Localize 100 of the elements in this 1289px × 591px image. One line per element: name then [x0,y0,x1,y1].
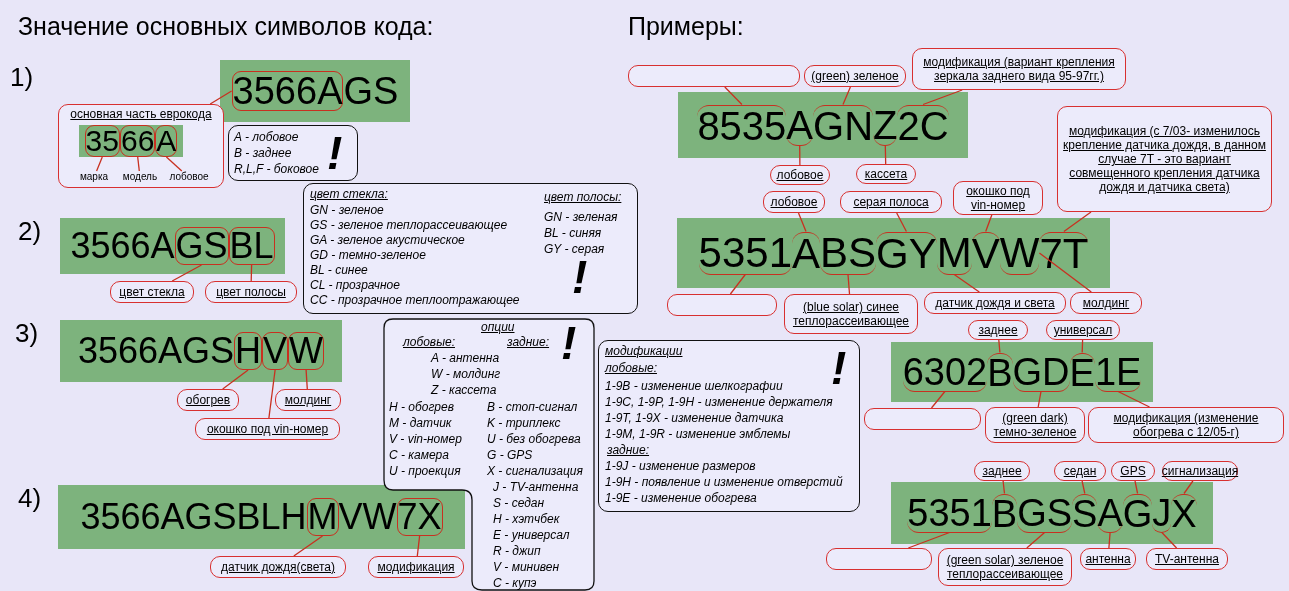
leader-line [1037,390,1042,408]
note-heading: задние: [507,335,550,349]
note-text: R - джип [493,544,541,558]
callout-box: (green solar) зеленое теплорассеивающее [938,548,1072,586]
exclamation-mark: ! [831,345,847,391]
note-text: B - заднее [234,146,292,160]
note-text: GA - зеленое акустическое [310,233,465,247]
leader-line [1081,480,1086,495]
callout-box: модификация [368,556,464,578]
callout-box: антенна [1080,548,1136,570]
callout-box [628,65,800,87]
callout-box [864,408,981,430]
callout-box [58,104,224,188]
callout-box: молдинг [275,389,341,411]
callout-box: заднее [968,320,1028,340]
callout-box: седан [1054,461,1106,481]
callout-box: лобовое [770,165,830,185]
leader-line [95,156,103,172]
note-text: W - молдинг [431,367,501,381]
note-box [598,340,860,512]
code-plate: 3566A [79,125,183,157]
callout-heading: основная часть еврокода [69,107,213,121]
callout-box [667,294,777,316]
leader-line [896,212,908,233]
note-text: S - седан [493,496,545,510]
note-text: C - камера [389,448,449,462]
note-text: J - TV-антенна [493,480,579,494]
note-text: GS - зеленое теплорассеивающее [310,218,508,232]
note-text: 1-9H - появление и изменение отверстий [605,475,843,489]
note-text: GN - зеленая [544,210,618,224]
step-number: 1) [10,62,34,93]
note-box [228,125,358,181]
note-text: M - датчик [389,416,452,430]
leader-line [1183,480,1194,495]
leader-line [293,535,324,557]
note-heading: модификации [605,344,683,358]
part-label: лобовое [165,171,213,184]
leader-line [930,390,946,409]
leader-line [416,535,421,557]
note-text: BL - синяя [544,226,602,240]
code-plate: 3566AGSBL [60,218,285,274]
callout-box: универсал [1046,320,1120,340]
leader-line [1134,480,1139,495]
callout-box: модификация (изменение обогрева с 12/05-г) [1088,407,1284,443]
title: Значение основных символов кода: [18,12,434,41]
note-text: G - GPS [487,448,533,462]
callout-box: цвет стекла [110,281,194,303]
leader-line [847,273,851,295]
callout-box: окошко под vin-номер [953,181,1043,215]
callout-box: сигнализация [1162,461,1238,481]
code-plate: 8535AGNZ2C [678,92,968,158]
leader-line [842,86,852,106]
exclamation-mark: ! [327,130,343,176]
note-text: E - универсал [493,528,570,542]
callout-box: серая полоса [840,191,942,213]
note-heading: лобовые: [605,361,657,375]
note-text: H - обогрев [389,400,454,414]
callout-box: молдинг [1070,292,1142,314]
note-text: 1-9B - изменение шелкографии [605,379,783,393]
note-text: V - vin-номер [389,432,462,446]
leader-line [797,212,807,233]
callout-box: (blue solar) синее теплорассеивающее [784,294,918,334]
note-heading: задние: [607,443,650,457]
note-text: V - минивен [493,560,560,574]
leader-line [724,86,743,106]
note-text: 1-9E - изменение обогрева [605,491,757,505]
callout-box: модификация (вариант крепления зеркала заднего вида 95-97гг.) [912,48,1126,90]
step-number: 3) [15,318,39,349]
leader-line [1117,390,1151,408]
part-label: марка [73,171,115,184]
leader-line [1038,252,1092,293]
callout-box: (green dark) темно-зеленое [985,407,1085,443]
note-text: A - антенна [431,351,500,365]
leader-line [985,214,993,233]
leader-line [209,90,233,105]
note-heading: цвет полосы: [544,190,622,204]
note-text: CL - прозрачное [310,278,400,292]
leader-line [165,156,183,172]
code-plate: 3566AGSBLHMVW7X [58,485,465,549]
exclamation-mark: ! [561,320,577,366]
note-text: R,L,F - боковое [234,162,319,176]
callout-box: модификация (с 7/03- изменилось крепление датчика дождя, в данном случае 7T - это вариант совмещенного крепления датчика дождя и датчика света) [1057,106,1272,212]
section-heading: Примеры: [628,12,744,41]
note-text: 1-9T, 1-9X - изменение датчика [605,411,784,425]
note-text: GN - зеленое [310,203,384,217]
leader-line [171,264,203,282]
leader-line [953,273,980,293]
code-plate: 5351ABSGYMVW7T [677,218,1110,288]
note-text: Z - кассета [431,383,497,397]
note-text: C - купэ [493,576,537,590]
note-heading: цвет стекла: [310,187,388,201]
note-text: K - триплекс [487,416,561,430]
leader-line [1081,339,1084,354]
note-text: 1-9C, 1-9P, 1-9H - изменение держателя [605,395,833,409]
callout-box: цвет полосы [205,281,297,303]
leader-line [268,369,276,419]
leader-line [907,531,951,549]
note-text: 1-9J - изменение размеров [605,459,756,473]
leader-line [250,264,253,282]
callout-box: лобовое [763,191,825,213]
